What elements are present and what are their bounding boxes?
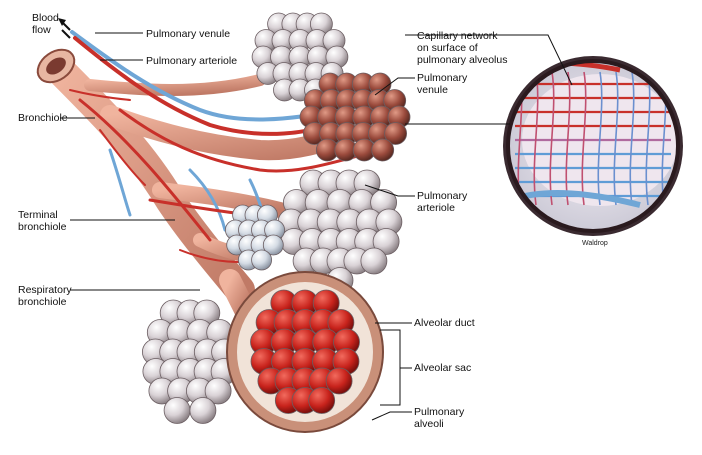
alveolus bbox=[262, 234, 284, 256]
alveolus bbox=[384, 122, 408, 145]
label-pulmonary-venule-top: Pulmonary venule bbox=[146, 28, 231, 40]
alveolus-interior bbox=[325, 367, 353, 395]
capillary bbox=[613, 71, 619, 206]
alveolus-interior bbox=[308, 387, 336, 414]
label-alveolar-sac: Alveolar sac bbox=[414, 362, 472, 374]
alveolus bbox=[204, 377, 232, 405]
alveolar-cluster-middle bbox=[277, 169, 403, 294]
capillary bbox=[645, 71, 651, 206]
capillary bbox=[629, 71, 635, 206]
alveolar-cluster-small bbox=[224, 204, 286, 271]
alveolus bbox=[189, 397, 217, 424]
blood-flow-arrows bbox=[58, 18, 71, 39]
label-pulmonary-arteriole-top: Pulmonary arteriole bbox=[146, 55, 238, 67]
leader-lines bbox=[60, 32, 573, 421]
alveolus bbox=[163, 397, 191, 424]
alveolus bbox=[251, 249, 273, 271]
label-capillary-network: Capillary network on surface of pulmonar… bbox=[417, 30, 508, 66]
capillary bbox=[549, 71, 555, 206]
capillary bbox=[565, 71, 571, 206]
capillary-network-magnified bbox=[503, 56, 683, 236]
label-pulmonary-alveoli: Pulmonary alveoli bbox=[414, 406, 465, 430]
label-bronchiole: Bronchiole bbox=[18, 112, 68, 124]
label-respiratory-bronchiole: Respiratory bronchiole bbox=[18, 284, 72, 308]
alveolar-cluster-capillary bbox=[299, 72, 411, 162]
capillary bbox=[581, 71, 587, 206]
label-alveolar-duct: Alveolar duct bbox=[414, 317, 475, 329]
alveolus bbox=[360, 247, 388, 275]
capillary bbox=[597, 71, 603, 206]
alveolar-sac-cutaway bbox=[226, 271, 384, 433]
label-blood-flow: Blood flow bbox=[32, 12, 59, 36]
alveolar-cluster-lower-left bbox=[141, 299, 239, 424]
alveolus bbox=[372, 228, 400, 255]
alveolus bbox=[371, 138, 395, 162]
capillary bbox=[533, 71, 539, 206]
label-terminal-bronchiole: Terminal bronchiole bbox=[18, 209, 67, 233]
illustrator-credit: Waldrop bbox=[582, 240, 608, 247]
label-pulmonary-venule-right: Pulmonary venule bbox=[417, 72, 468, 96]
label-pulmonary-arteriole-right: Pulmonary arteriole bbox=[417, 190, 468, 214]
